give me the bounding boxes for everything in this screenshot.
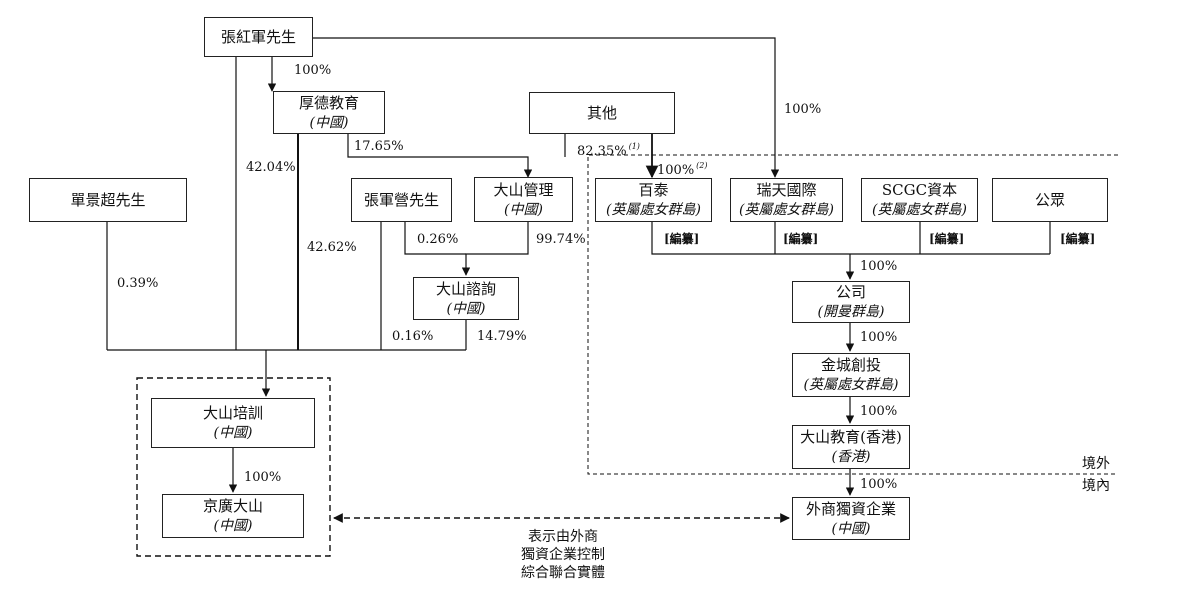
entity-name: SCGC資本: [881, 181, 958, 199]
redacted-tag-ruitian: [編纂]: [783, 232, 819, 246]
pct-zhang-training: 42.04%: [246, 160, 296, 175]
entity-name: 公司: [835, 283, 866, 301]
footnote-marker: (1): [628, 142, 640, 151]
line-bus-training: [107, 349, 466, 396]
entity-name: 厚德教育: [298, 93, 359, 112]
entity-jurisdiction: (中國): [504, 201, 543, 218]
pct-training-jingguang: 100%: [244, 470, 282, 485]
line-zhang-ruitian: [313, 37, 780, 178]
note-line: 綜合聯合實體: [521, 565, 605, 581]
pct-zhangjy-consult: 0.26%: [417, 232, 459, 247]
entity-jincheng-ventures: 金城創投 (英屬處女群島): [792, 353, 910, 397]
line-mgmt-consult: [461, 222, 529, 276]
entity-jurisdiction: (香港): [831, 449, 871, 465]
entity-jurisdiction: (中國): [213, 518, 253, 534]
pct-jincheng-hk: 100%: [860, 404, 898, 419]
pct-zhangjy-training: 0.16%: [392, 329, 434, 344]
entity-jurisdiction: (英屬處女群島): [803, 377, 899, 393]
region-offshore-label: 境外: [1082, 456, 1110, 472]
entity-dashan-management: 大山管理 (中國): [474, 177, 573, 222]
entity-name: 公眾: [1034, 191, 1065, 209]
entity-ruitian-international: 瑞天國際 (英屬處女群島): [730, 178, 843, 222]
entity-houde-education: 厚德教育 (中國): [273, 91, 385, 134]
pct-hk-wfoe: 100%: [860, 477, 898, 492]
entity-jurisdiction: (英屬處女群島): [606, 202, 701, 218]
pct-others-baitai: 100%(2): [657, 158, 708, 179]
entity-dashan-hk: 大山教育(香港) (香港): [792, 425, 910, 469]
entity-name: 百泰: [638, 181, 669, 199]
entity-name: 單景超先生: [70, 191, 146, 209]
entity-name: 京廣大山: [202, 497, 263, 515]
entity-name: 大山培訓: [202, 404, 263, 422]
region-onshore-label: 境內: [1082, 478, 1110, 494]
line-houde-mgmt: [347, 134, 533, 178]
footnote-marker: (2): [696, 161, 708, 170]
pct-mgmt-consult: 99.74%: [536, 232, 586, 247]
pct-consult-training: 14.79%: [477, 329, 527, 344]
entity-name: 金城創投: [820, 356, 881, 374]
entity-name: 大山諮詢: [435, 279, 496, 298]
entity-jurisdiction: (中國): [309, 114, 349, 131]
pct-zhang-ruitian: 100%: [784, 102, 822, 117]
entity-name: 大山教育(香港): [800, 428, 902, 446]
entity-scgc-capital: SCGC資本 (英屬處女群島): [861, 178, 978, 222]
entity-zhang-junying: 張軍營先生: [351, 178, 452, 222]
entity-name: 瑞天國際: [756, 181, 817, 199]
entity-name: 其他: [586, 104, 617, 122]
entity-name: 張紅軍先生: [220, 28, 296, 46]
redacted-tag-public: [編纂]: [1060, 232, 1096, 246]
note-line: 獨資企業控制: [521, 547, 605, 563]
entity-jurisdiction: (英屬處女群島): [739, 202, 834, 218]
entity-jurisdiction: (中國): [831, 520, 871, 537]
entity-jurisdiction: (英屬處女群島): [872, 202, 967, 218]
offshore-boundary: [587, 154, 1118, 475]
vie-boundary: [136, 377, 331, 557]
note-line: 表示由外商: [528, 529, 598, 545]
entity-company: 公司 (開曼群島): [792, 281, 910, 323]
entity-public: 公眾: [992, 178, 1108, 222]
pct-value: 100%: [657, 163, 695, 178]
entity-name: 外商獨資企業: [805, 499, 896, 518]
pct-shan-training: 0.39%: [117, 276, 159, 291]
entity-name: 大山管理: [493, 180, 554, 199]
pct-houde-training: 42.62%: [307, 240, 357, 255]
redacted-tag-scgc: [編纂]: [929, 232, 965, 246]
entity-zhang-hongjun: 張紅軍先生: [204, 17, 313, 57]
line-shareholders-bus: [651, 222, 1051, 255]
entity-wfoe: 外商獨資企業 (中國): [792, 497, 910, 540]
pct-company-jincheng: 100%: [860, 330, 898, 345]
pct-shareholders-company: 100%: [860, 259, 898, 274]
line-zhangjy-consult: [404, 222, 466, 255]
pct-value: 82.35%: [577, 144, 627, 159]
entity-others: 其他: [529, 92, 675, 134]
pct-others-mgmt: 82.35%(1): [577, 139, 640, 160]
entity-jurisdiction: (中國): [213, 425, 253, 441]
contract-arrangement-note: 表示由外商 獨資企業控制 綜合聯合實體: [498, 528, 628, 582]
entity-dashan-consulting: 大山諮詢 (中國): [413, 277, 519, 320]
entity-jingguang-dashan: 京廣大山 (中國): [162, 494, 304, 538]
entity-dashan-training: 大山培訓 (中國): [151, 398, 315, 448]
pct-houde-mgmt: 17.65%: [354, 139, 404, 154]
entity-baitai: 百泰 (英屬處女群島): [595, 178, 712, 222]
entity-shan-jingchao: 單景超先生: [29, 178, 187, 222]
entity-name: 張軍營先生: [363, 191, 439, 209]
entity-jurisdiction: (開曼群島): [817, 304, 885, 320]
entity-jurisdiction: (中國): [446, 300, 486, 317]
pct-zhang-houde: 100%: [294, 63, 332, 78]
redacted-tag-baitai: [編纂]: [664, 232, 700, 246]
